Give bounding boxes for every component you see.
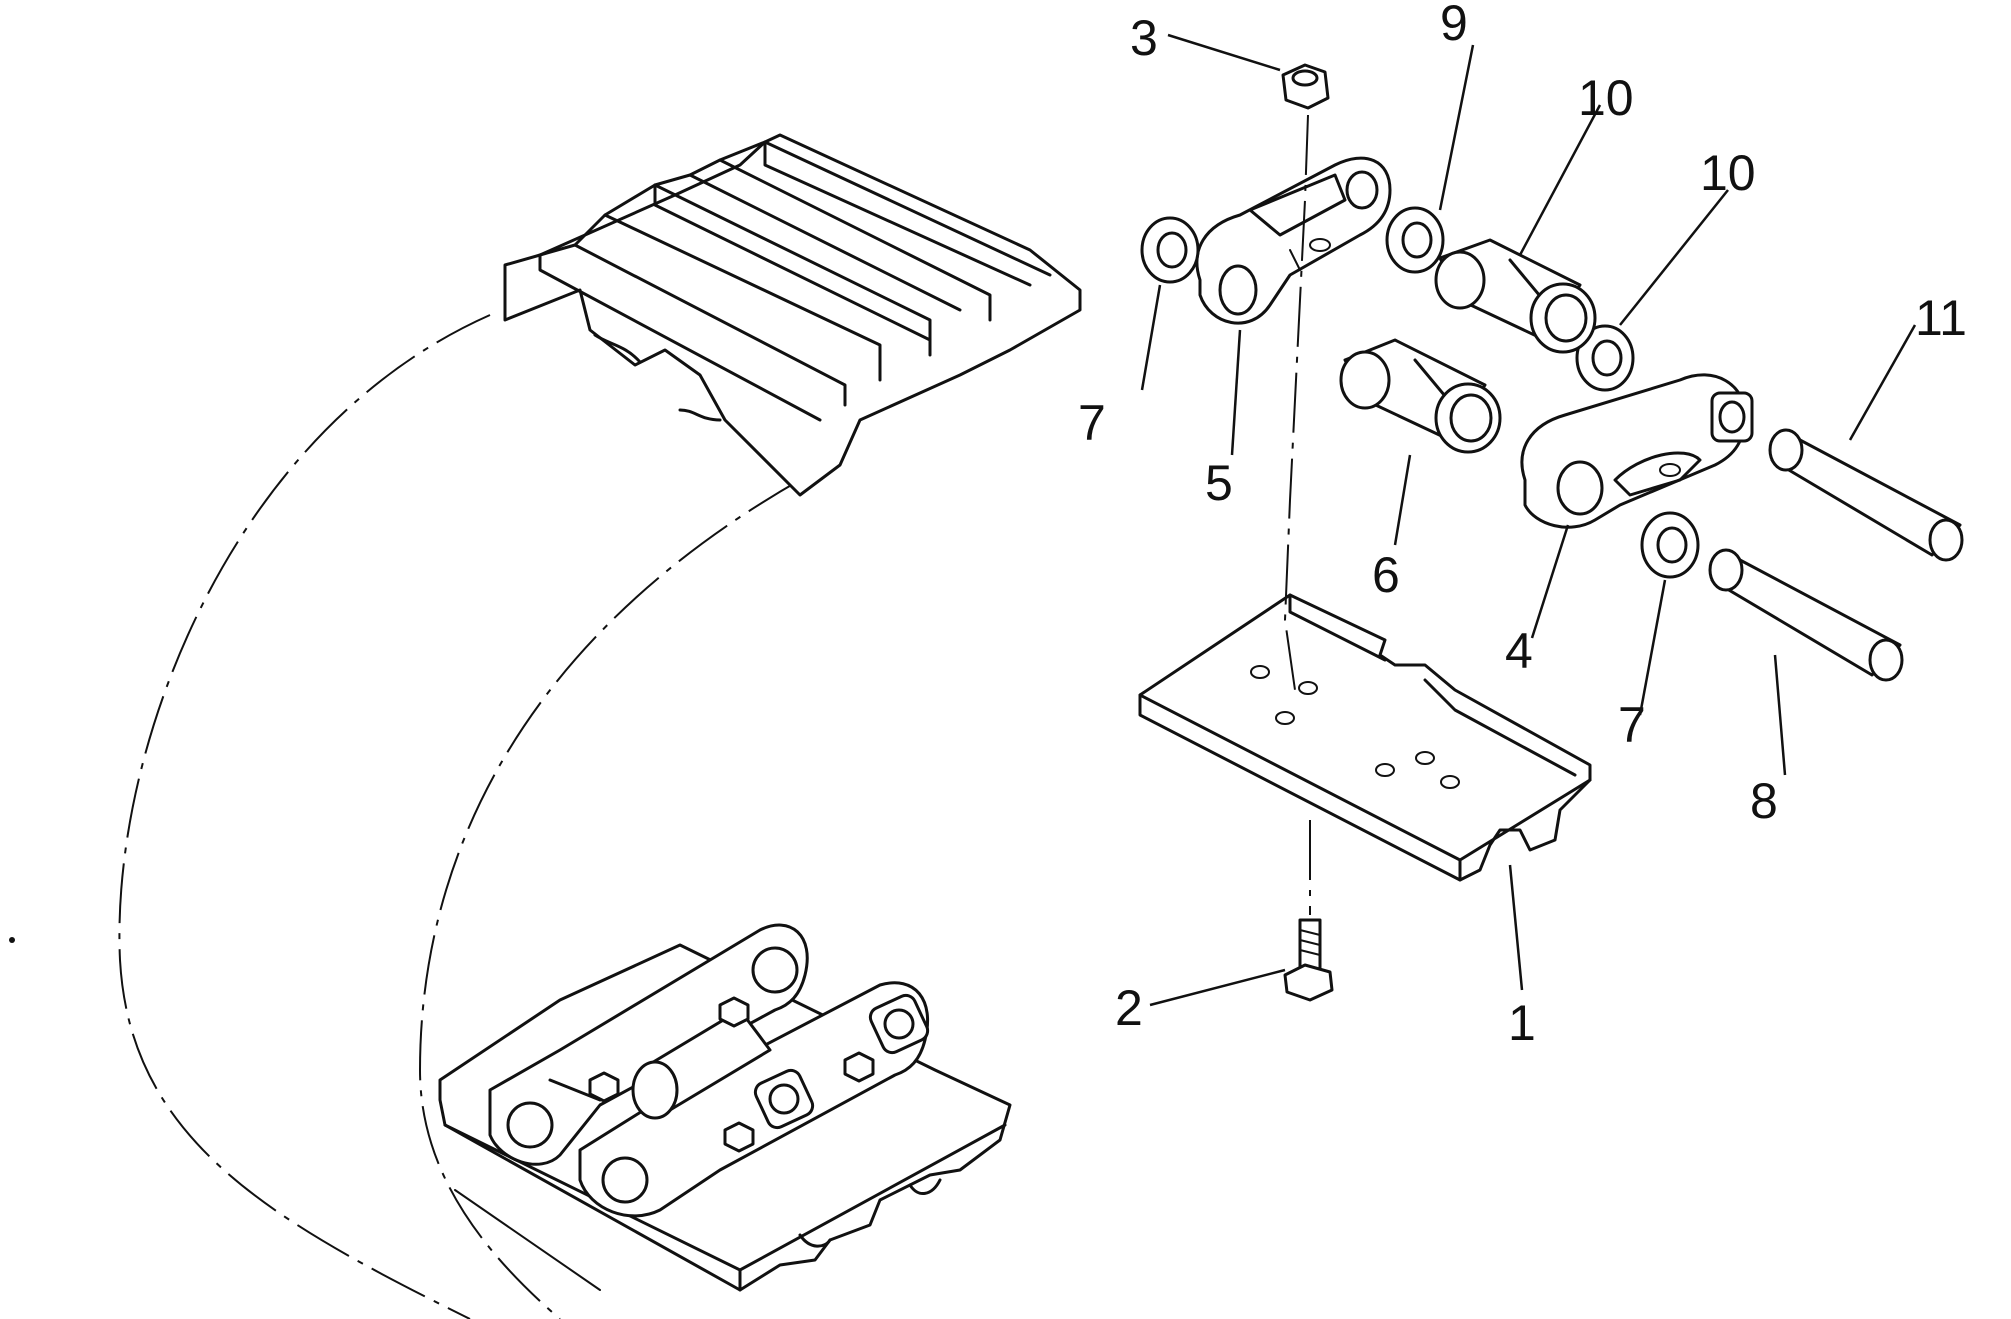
nut-part-3	[1281, 63, 1330, 110]
seal-part-7-upper	[1140, 216, 1200, 284]
bushing-part-9	[1434, 238, 1597, 354]
bottom-link-left	[488, 923, 809, 1166]
seal-part-10-lower	[1575, 324, 1635, 392]
callout-labels: 3 9 10 10 11 7 5 6 4 7 8 2 1	[1078, 0, 1967, 1051]
bottom-link-bushing	[631, 1008, 815, 1130]
stray-dot	[9, 937, 15, 943]
callout-6: 6	[1372, 547, 1400, 603]
track-shoe-part-1	[1138, 593, 1592, 882]
callout-11: 11	[1915, 290, 1967, 346]
callout-7-lower: 7	[1618, 697, 1646, 753]
callout-9: 10	[1578, 70, 1634, 126]
callout-4: 4	[1505, 623, 1533, 679]
pin-part-8	[1708, 548, 1904, 682]
bolt-part-2	[1283, 918, 1334, 1002]
callout-1: 1	[1508, 995, 1536, 1051]
callout-3: 3	[1130, 10, 1158, 66]
pin-part-11	[1768, 428, 1964, 562]
callout-10-upper: 9	[1440, 0, 1468, 51]
callout-2: 2	[1115, 980, 1143, 1036]
callout-5: 5	[1205, 455, 1233, 511]
bottom-link-right	[578, 981, 930, 1218]
leader-lines	[1140, 33, 1917, 1007]
track-loop-outline	[118, 314, 801, 1319]
bolt-axis-line	[1283, 114, 1311, 915]
bottom-link-nuts	[588, 996, 875, 1153]
callout-8: 8	[1750, 773, 1778, 829]
seal-part-10-upper	[1385, 206, 1445, 274]
callout-7-upper: 7	[1078, 395, 1106, 451]
top-track-shoe	[503, 133, 1082, 497]
seal-part-7-lower	[1640, 511, 1700, 579]
link-part-4	[1520, 373, 1754, 529]
callout-10-lower: 10	[1700, 145, 1756, 201]
bushing-part-6	[1339, 338, 1502, 454]
link-part-5	[1195, 156, 1392, 325]
